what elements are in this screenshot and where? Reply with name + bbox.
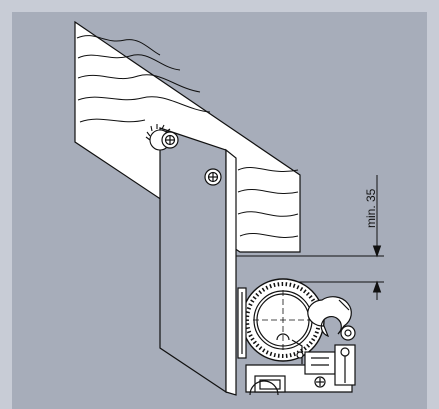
- dimension-arrows: [372, 175, 382, 300]
- switch-housing: [245, 339, 356, 396]
- upper-screw-icon: [161, 131, 179, 149]
- clip-bracket: [307, 296, 356, 341]
- bracket-arm: [237, 287, 247, 359]
- reference-lines: [236, 255, 384, 283]
- dimension-label: min. 35: [364, 188, 378, 228]
- lower-screw-icon: [204, 168, 222, 186]
- mounting-plate: [159, 127, 237, 396]
